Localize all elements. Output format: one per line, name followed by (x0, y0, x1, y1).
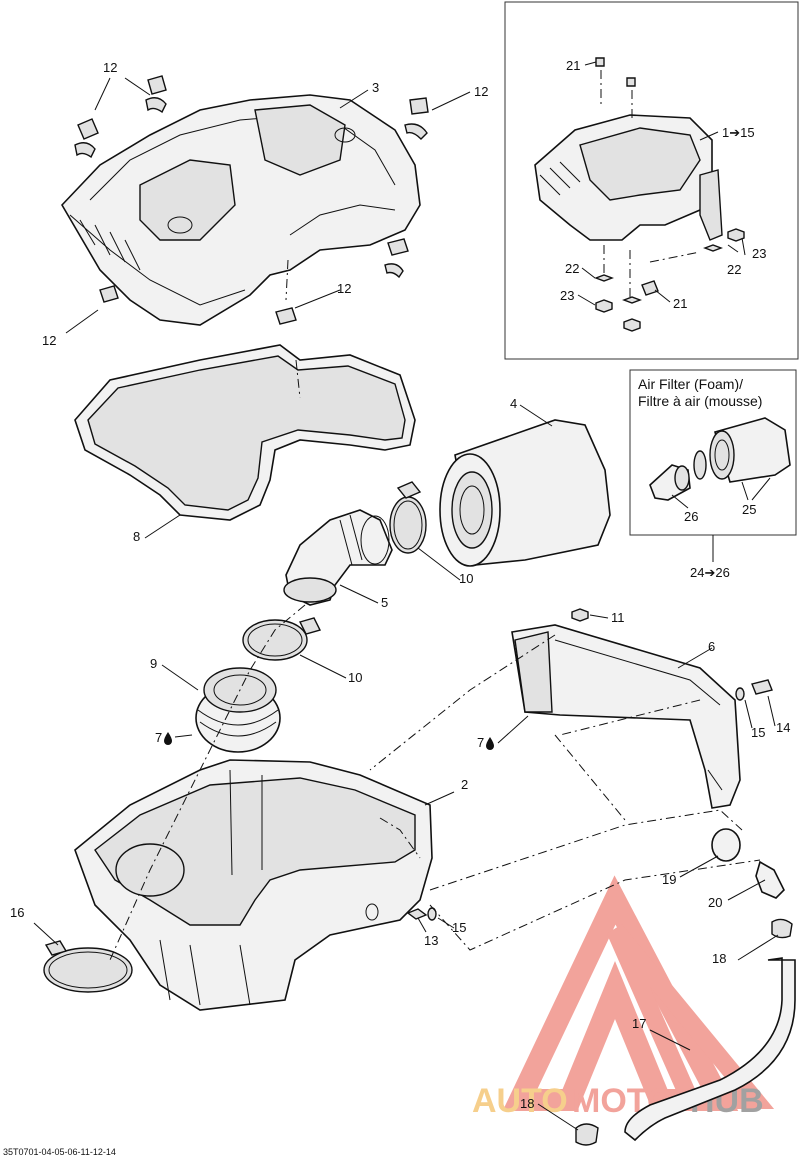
callout-20: 20 (708, 895, 722, 910)
inset-title-line1: Air Filter (Foam)/ (638, 376, 743, 392)
callout-21: 21 (566, 58, 580, 73)
diagram-code: 35T0701-04-05-06-11-12-14 (3, 1147, 116, 1157)
callout-22: 22 (727, 262, 741, 277)
callout-12: 12 (337, 281, 351, 296)
air-intake-boot (283, 509, 393, 606)
callout-21: 21 (673, 296, 687, 311)
callout-8: 8 (133, 529, 140, 544)
callout-22: 22 (565, 261, 579, 276)
watermark-auto: AUTO (472, 1082, 568, 1120)
inset-full-assembly: 21 1➔15 22 23 22 23 21 (504, 1, 799, 360)
throttle-adapter (195, 667, 281, 753)
callout-9: 9 (150, 656, 157, 671)
callout-15: 15 (751, 725, 765, 740)
callout-4: 4 (510, 396, 517, 411)
callout-19: 19 (662, 872, 676, 887)
oil-drop-icon (164, 732, 172, 745)
callout-2: 2 (461, 777, 468, 792)
oil-drop-icons (164, 732, 494, 750)
callout-14: 14 (776, 720, 790, 735)
inset-title-line2: Filtre à air (mousse) (638, 393, 762, 409)
callout-7: 7 (477, 735, 484, 750)
callout-10: 10 (459, 571, 473, 586)
callout-11: 11 (611, 610, 625, 625)
callout-7: 7 (155, 730, 162, 745)
clamp-upper (389, 481, 427, 554)
leader-lines (33, 77, 779, 1131)
callout-10: 10 (348, 670, 362, 685)
gasket (74, 344, 416, 521)
callout-13: 13 (424, 933, 438, 948)
air-filter (439, 419, 611, 567)
drain-assembly (575, 828, 796, 1146)
callout-15: 15 (452, 920, 466, 935)
inset-frame (504, 1, 799, 360)
callout-18: 18 (712, 951, 726, 966)
oil-drop-icon (486, 737, 494, 750)
air-box-cover (61, 94, 421, 326)
watermark-logo: AUTO MOTO HUB (472, 875, 775, 1120)
callout-23: 23 (560, 288, 574, 303)
air-duct (511, 624, 741, 809)
callout-5: 5 (381, 595, 388, 610)
lower-air-box (74, 759, 433, 1011)
clamp-lower (242, 617, 322, 661)
callout-3: 3 (372, 80, 379, 95)
callout-18: 18 (520, 1096, 534, 1111)
callout-6: 6 (708, 639, 715, 654)
callout-labels: 12 3 12 12 12 8 4 10 5 10 9 7 7 11 6 14 … (10, 60, 790, 1111)
callout-17: 17 (632, 1016, 646, 1031)
small-hardware (406, 608, 773, 921)
callout-16: 16 (10, 905, 24, 920)
callout-26: 26 (684, 509, 698, 524)
clamp-16 (43, 940, 133, 993)
callout-25: 25 (742, 502, 756, 517)
callout-12: 12 (42, 333, 56, 348)
callout-12: 12 (474, 84, 488, 99)
clips-12 (74, 75, 429, 325)
callout-23: 23 (752, 246, 766, 261)
callout-24-26: 24➔26 (690, 565, 730, 580)
inset-foam-filter: Air Filter (Foam)/ Filtre à air (mousse)… (629, 369, 797, 580)
callout-12: 12 (103, 60, 117, 75)
callout-1-15: 1➔15 (722, 125, 755, 140)
